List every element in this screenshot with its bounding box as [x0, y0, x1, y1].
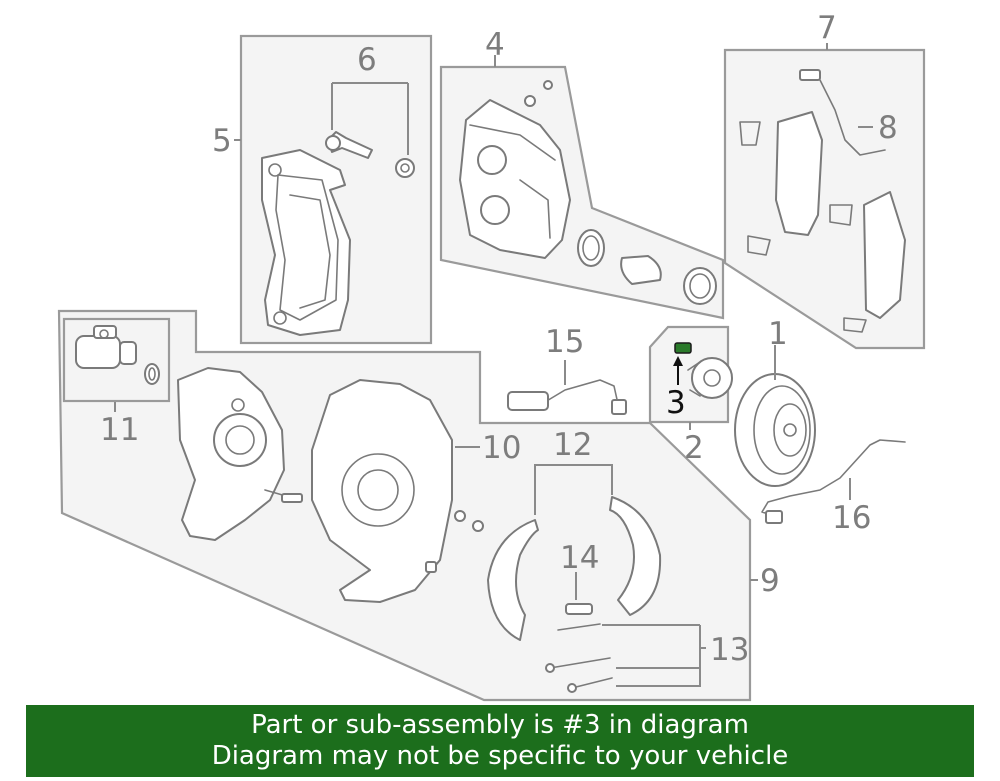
callout-9: 9	[760, 563, 780, 599]
brake-pads-7-part	[739, 69, 906, 333]
sensor-11-part	[75, 325, 160, 385]
adjuster-14-part	[565, 603, 593, 615]
callout-14: 14	[560, 540, 599, 576]
knuckle-9-part	[177, 367, 303, 541]
callout-16: 16	[832, 500, 871, 536]
caliper-bracket-part	[261, 149, 351, 336]
callout-2: 2	[684, 430, 704, 466]
callout-11: 11	[100, 412, 139, 448]
leader-lines	[114, 43, 873, 687]
hub-bolt-3-part	[674, 342, 692, 354]
callout-4: 4	[485, 27, 505, 63]
callout-1: 1	[768, 316, 788, 352]
dust-shield-10-part	[311, 379, 484, 603]
sensor-wire-16-part	[761, 439, 906, 524]
callout-5: 5	[212, 123, 232, 159]
callout-12: 12	[553, 427, 592, 463]
parking-shoes-12-part	[487, 496, 662, 641]
hub-2-part	[687, 357, 733, 399]
banner-line-2: Diagram may not be specific to your vehi…	[211, 741, 789, 771]
callout-13: 13	[710, 632, 749, 668]
brake-hose-15-part	[507, 379, 627, 415]
callout-7: 7	[817, 10, 837, 46]
info-banner: Part or sub-assembly is #3 in diagram Di…	[26, 705, 974, 777]
guide-pin-6-part	[325, 131, 415, 178]
callout-6: 6	[357, 42, 377, 78]
spring-kit-13-part	[545, 623, 613, 693]
callout-3: 3	[666, 385, 686, 421]
banner-line-1: Part or sub-assembly is #3 in diagram	[251, 710, 749, 740]
callout-15: 15	[545, 324, 584, 360]
callout-10: 10	[482, 430, 521, 466]
caliper-4-part	[459, 80, 717, 305]
rotor-1-part	[734, 373, 816, 487]
callout-8: 8	[878, 110, 898, 146]
